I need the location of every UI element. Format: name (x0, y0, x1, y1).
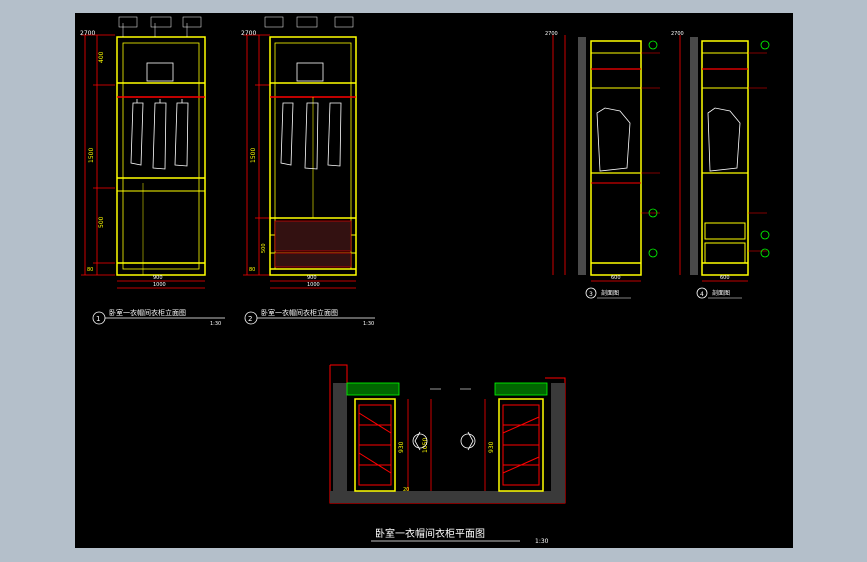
dim-base: 80 (87, 267, 93, 273)
dim-height-total: 2700 (545, 31, 558, 37)
elevation-symbol-icon (412, 431, 476, 451)
plan-title: 卧室一衣帽间衣柜平面图 (375, 527, 485, 540)
dim-width: 600 (720, 275, 730, 281)
plan-view: 930 1050 930 20 卧室一衣帽间衣柜平面图 1:30 (329, 364, 566, 545)
elevation-scale: 1:30 (210, 321, 221, 327)
elevation-title: 卧室一衣帽间衣柜立面图 (109, 308, 186, 317)
cad-canvas[interactable]: 2700 400 1500 500 80 900 1000 (75, 13, 793, 548)
section-marker-icon (696, 287, 708, 299)
hanging-clothes-icon (130, 99, 189, 170)
dim-height-total: 2700 (80, 30, 95, 37)
hanging-clothes-icon (596, 107, 631, 172)
dim-height-total: 2700 (241, 30, 256, 37)
section-number: 3 (589, 291, 593, 298)
plan-dim-right: 930 (488, 441, 495, 453)
section-title: 剖面图 (712, 289, 730, 297)
dim-lower: 500 (261, 243, 267, 253)
plan-dim-small: 20 (403, 487, 409, 493)
dim-middle: 1500 (88, 148, 95, 163)
dim-width2: 1000 (153, 282, 166, 288)
section-title: 剖面图 (601, 289, 619, 297)
elevation-1: 2700 400 1500 500 80 900 1000 (80, 16, 225, 327)
section-marker-icon (585, 287, 597, 299)
section-number: 4 (700, 291, 704, 298)
elevation-scale: 1:30 (363, 321, 374, 327)
plan-dim-left: 930 (398, 441, 405, 453)
plan-scale: 1:30 (535, 538, 549, 545)
elevation-number: 2 (248, 315, 252, 323)
dim-width: 900 (153, 275, 163, 281)
dim-upper: 400 (98, 51, 105, 63)
cad-drawing-viewport[interactable]: 2700 400 1500 500 80 900 1000 (75, 13, 793, 548)
dim-width: 600 (611, 275, 621, 281)
dim-base: 80 (249, 267, 255, 273)
dim-width2: 1000 (307, 282, 320, 288)
elevation-title: 卧室一衣帽间衣柜立面图 (261, 308, 338, 317)
dim-height-total: 2700 (671, 31, 684, 37)
section-4: 2700 600 4 剖面图 (671, 31, 770, 299)
elevation-number: 1 (96, 315, 100, 323)
dim-lower: 500 (98, 216, 105, 228)
elevation-2: 2700 1500 500 80 900 1000 2 (241, 16, 375, 327)
dim-width: 900 (307, 275, 317, 281)
section-3: 2700 600 3 剖面图 (545, 31, 660, 299)
dim-middle: 1500 (250, 148, 257, 163)
